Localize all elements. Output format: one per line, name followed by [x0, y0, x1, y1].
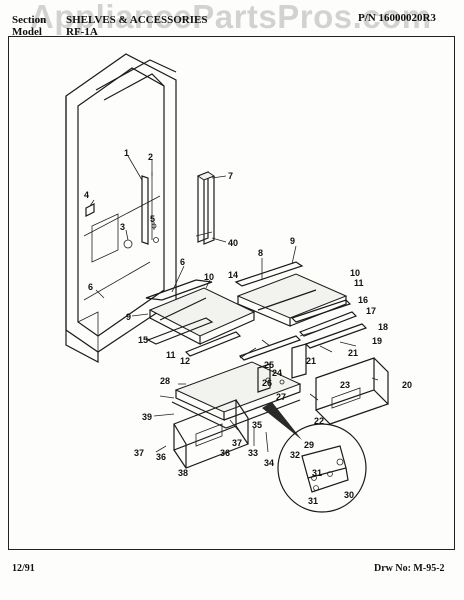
callout: 9 — [126, 312, 131, 322]
callout: 10 — [204, 272, 214, 282]
callout: 40 — [228, 238, 238, 248]
callout: 11 — [166, 350, 176, 360]
refrigerator-cabinet — [65, 53, 177, 363]
callout: 2 — [148, 152, 153, 162]
model-label: Model — [12, 26, 42, 38]
callout: 28 — [160, 376, 170, 386]
crisper-cover — [171, 335, 307, 429]
callout: 31 — [312, 468, 322, 478]
callout: 5 — [150, 214, 155, 224]
callout: 6 — [88, 282, 93, 292]
callout: 19 — [372, 336, 382, 346]
callout: 26 — [262, 378, 272, 388]
hinge-detail-circle — [277, 423, 367, 513]
watermark: AppliancePartsPros.com — [30, 0, 432, 35]
callout: 36 — [220, 448, 230, 458]
section-label: Section — [12, 14, 47, 26]
section-title: SHELVES & ACCESSORIES — [66, 14, 208, 26]
callout: 21 — [348, 348, 358, 358]
callout: 18 — [378, 322, 388, 332]
callout: 7 — [228, 171, 233, 181]
shelf-supports — [85, 172, 159, 249]
leader-lines — [89, 155, 379, 453]
callout-labels: 1 3 4 5 6 6 2 7 8 9 9 10 10 11 11 12 14 … — [84, 148, 412, 506]
callout: 23 — [340, 380, 350, 390]
callout: 32 — [290, 450, 300, 460]
callout: 21 — [306, 356, 316, 366]
callout: 25 — [264, 360, 274, 370]
callout: 30 — [344, 490, 354, 500]
detail-pointer — [262, 402, 302, 440]
callout: 3 — [120, 222, 125, 232]
drawing-number: Drw No: M-95-2 — [374, 563, 445, 574]
callout: 11 — [354, 278, 364, 288]
part-number: P/N 16000020R3 — [358, 12, 436, 24]
callout: 8 — [258, 248, 263, 258]
callout: 34 — [264, 458, 274, 468]
callout: 24 — [272, 368, 282, 378]
callout: 38 — [178, 468, 188, 478]
callout: 9 — [290, 236, 295, 246]
vertical-rail — [195, 171, 216, 245]
callout: 12 — [180, 356, 190, 366]
callout: 37 — [134, 448, 144, 458]
callout: 22 — [314, 416, 324, 426]
callout: 39 — [142, 412, 152, 422]
callout: 37 — [232, 438, 242, 448]
callout: 33 — [248, 448, 258, 458]
callout: 14 — [228, 270, 238, 280]
callout: 31 — [308, 496, 318, 506]
callout: 6 — [180, 257, 185, 267]
callout: 29 — [304, 440, 314, 450]
callout: 17 — [366, 306, 376, 316]
callout: 15 — [138, 335, 148, 345]
callout: 16 — [358, 295, 368, 305]
callout: 4 — [84, 190, 89, 200]
callout: 27 — [276, 392, 286, 402]
upper-left-shelf — [145, 279, 256, 357]
footer-date: 12/91 — [12, 563, 35, 574]
crisper-drawer-right — [315, 357, 390, 425]
model-value: RF-1A — [66, 26, 98, 38]
callout: 35 — [252, 420, 262, 430]
diagram-frame — [8, 36, 455, 550]
upper-right-shelf — [234, 261, 368, 349]
callout: 36 — [156, 452, 166, 462]
callout: 20 — [402, 380, 412, 390]
callout: 10 — [350, 268, 360, 278]
callout: 1 — [124, 148, 129, 158]
crisper-drawer-left — [173, 399, 249, 469]
